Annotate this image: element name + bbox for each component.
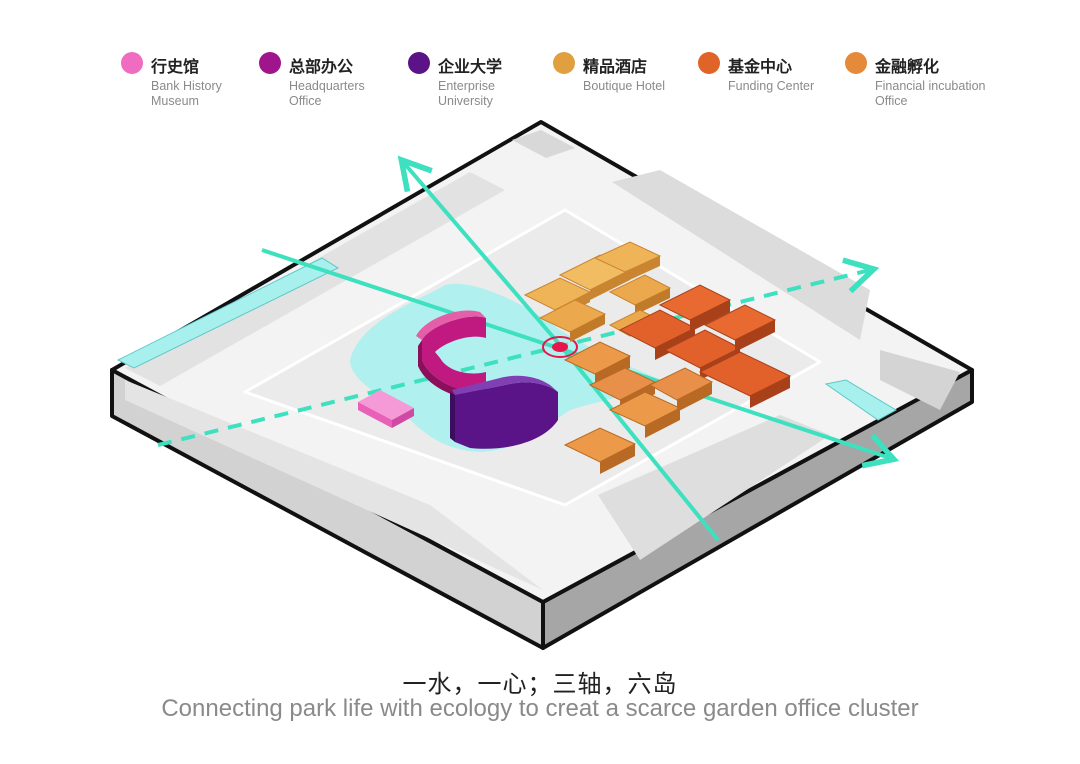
legend-swatch: [121, 52, 143, 74]
axis-north-diagonal: [397, 155, 562, 347]
legend-swatch: [698, 52, 720, 74]
building-financial-incubation-cluster: [563, 341, 714, 474]
legend-label-en: Boutique Hotel: [583, 79, 666, 93]
axis-dashed: [157, 257, 880, 447]
legend-swatch: [259, 52, 281, 74]
legend-label-cn: 总部办公: [289, 57, 354, 76]
legend: 行史馆 Bank History Museum 总部办公 Headquarter…: [0, 0, 1080, 120]
road-band-south: [598, 415, 830, 560]
road-band-north: [512, 130, 575, 158]
road-band-southwest: [125, 380, 543, 590]
road-band-east: [880, 350, 960, 410]
legend-label-cn: 企业大学: [438, 57, 503, 76]
legend-label-cn: 行史馆: [151, 57, 200, 76]
building-enterprise-university: [450, 375, 558, 449]
caption-title: 一水，一心；三轴，六岛: [402, 670, 678, 698]
central-node: [552, 342, 568, 352]
building-funding-center-cluster: [618, 284, 792, 408]
central-node-ring: [542, 336, 578, 358]
legend-label-en: Bank History Museum: [151, 79, 222, 108]
building-boutique-hotel-cluster: [523, 241, 672, 342]
caption-subtitle: Connecting park life with ecology to cre…: [161, 695, 919, 722]
legend-label-en: Enterprise University: [438, 79, 495, 108]
legend-swatch: [408, 52, 430, 74]
axis-south-diagonal: [558, 343, 720, 542]
building-bank-history-museum: [358, 390, 414, 428]
legend-label-cn: 金融孵化: [875, 57, 940, 76]
road-band-northeast: [612, 170, 870, 340]
legend-swatch: [553, 52, 575, 74]
building-headquarters-office: [416, 310, 486, 399]
legend-swatch: [845, 52, 867, 74]
legend-label-cn: 基金中心: [728, 57, 793, 76]
legend-label-en: Headquarters Office: [289, 79, 365, 108]
legend-label-en: Funding Center: [728, 79, 815, 93]
legend-label-en: Financial incubation Office: [875, 79, 986, 108]
water-strip-east: [824, 379, 897, 421]
legend-label-cn: 精品酒店: [583, 57, 648, 76]
water-strip-west: [116, 257, 340, 369]
